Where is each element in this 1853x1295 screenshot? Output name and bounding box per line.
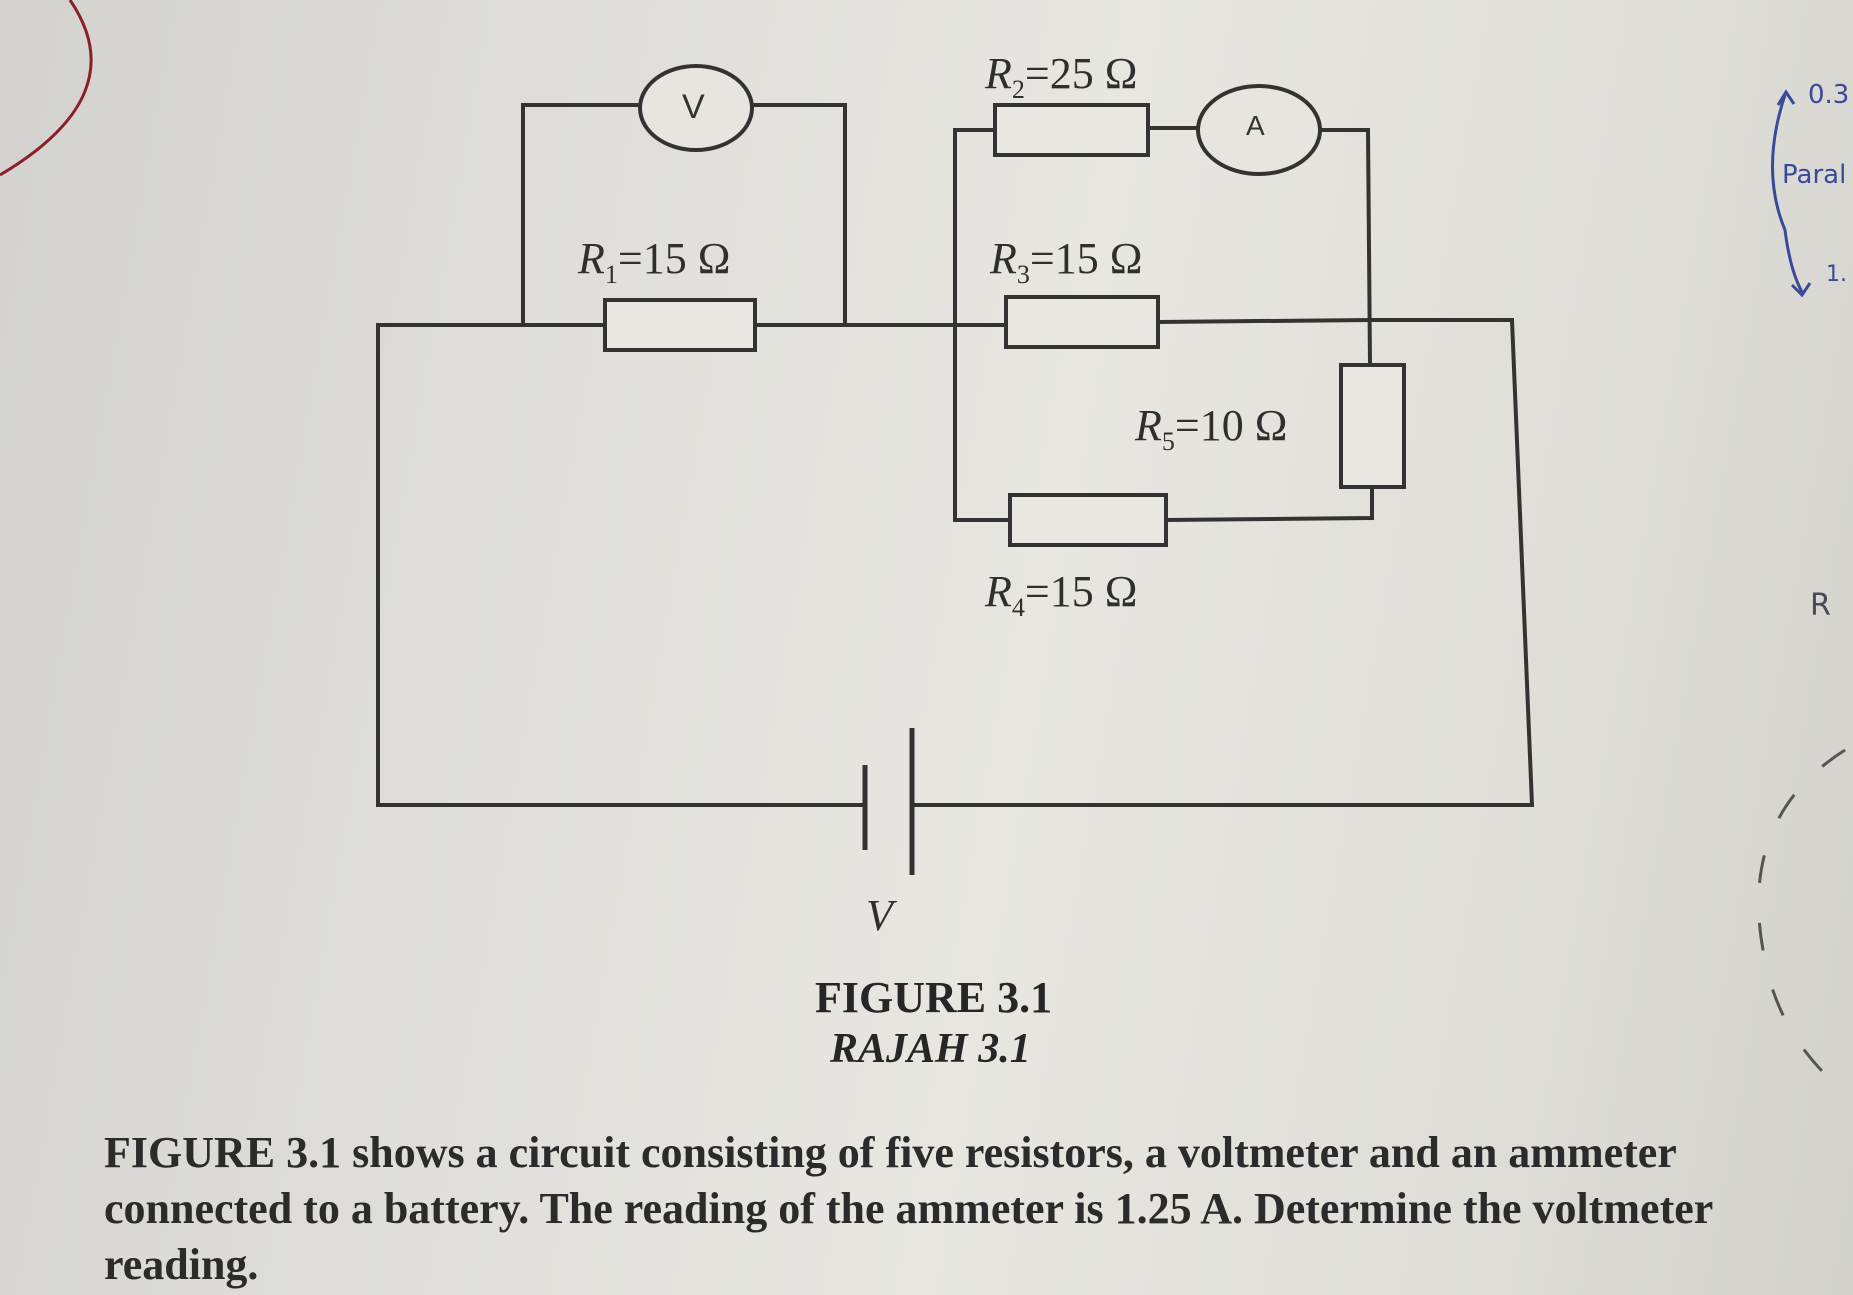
resistor-r4 bbox=[1008, 493, 1168, 547]
label-r4: R4=15 Ω bbox=[985, 566, 1137, 623]
handwriting-note-r: R bbox=[1810, 588, 1831, 623]
wire-r4-right bbox=[1163, 485, 1374, 523]
wire-ammeter-right bbox=[1318, 128, 1373, 368]
label-r1-symbol: R bbox=[578, 234, 605, 283]
figure-caption-en: FIGURE 3.1 bbox=[815, 973, 1053, 1022]
label-r5-value: =10 Ω bbox=[1174, 401, 1288, 450]
handwriting-note-top: 0.3 bbox=[1808, 80, 1850, 110]
battery-label-text: V bbox=[866, 891, 893, 940]
wire-middle-right bbox=[1155, 317, 1373, 325]
label-r5-symbol: R bbox=[1135, 401, 1162, 450]
label-r4-symbol: R bbox=[985, 567, 1012, 616]
wire-r2-left bbox=[953, 128, 997, 327]
label-r3-sub: 3 bbox=[1016, 259, 1030, 289]
label-r2-value: =25 Ω bbox=[1024, 49, 1138, 98]
red-pen-arc bbox=[0, 0, 93, 177]
label-r5: R5=10 Ω bbox=[1135, 400, 1287, 457]
pen-bracket bbox=[1771, 94, 1804, 293]
label-r4-value: =15 Ω bbox=[1024, 567, 1138, 616]
label-r4-sub: 4 bbox=[1011, 592, 1025, 622]
label-r1-sub: 1 bbox=[604, 259, 618, 289]
ammeter-circle bbox=[1196, 84, 1322, 176]
resistor-r3 bbox=[1004, 295, 1160, 349]
wire-voltmeter-left bbox=[521, 103, 642, 327]
ammeter-symbol: A bbox=[1246, 110, 1265, 141]
wire-outer-left bbox=[376, 323, 867, 807]
question-lead: FIGURE 3.1 bbox=[104, 1128, 342, 1177]
handwriting-note-one: 1. bbox=[1826, 262, 1847, 287]
wire-voltmeter-right bbox=[750, 103, 847, 327]
label-r3-symbol: R bbox=[990, 234, 1017, 283]
label-r2-sub: 2 bbox=[1011, 74, 1025, 104]
wire-outer-right bbox=[910, 318, 1535, 807]
resistor-r2 bbox=[993, 103, 1150, 157]
label-r2: R2=25 Ω bbox=[985, 48, 1137, 105]
label-r1-value: =15 Ω bbox=[617, 234, 731, 283]
question-body: shows a circuit consisting of five resis… bbox=[104, 1128, 1713, 1289]
wire-r4-left bbox=[953, 323, 1012, 522]
figure-caption-ms: RAJAH 3.1 bbox=[830, 1026, 1031, 1072]
question-text: FIGURE 3.1 shows a circuit consisting of… bbox=[104, 1125, 1764, 1293]
resistor-r5 bbox=[1339, 363, 1406, 489]
voltmeter-circle bbox=[638, 64, 754, 152]
pen-arrow-top bbox=[1776, 89, 1796, 106]
handwriting-note-parallel: Paral bbox=[1782, 160, 1847, 190]
battery-label: V bbox=[866, 890, 893, 941]
label-r5-sub: 5 bbox=[1161, 426, 1175, 456]
label-r3-value: =15 Ω bbox=[1029, 234, 1143, 283]
label-r1: R1=15 Ω bbox=[578, 233, 730, 290]
resistor-r1 bbox=[603, 298, 757, 352]
dashed-arc bbox=[1757, 748, 1849, 1097]
pen-arrow-bottom bbox=[1790, 282, 1812, 298]
voltmeter-symbol: V bbox=[682, 88, 705, 126]
label-r3: R3=15 Ω bbox=[990, 233, 1142, 290]
label-r2-symbol: R bbox=[985, 49, 1012, 98]
